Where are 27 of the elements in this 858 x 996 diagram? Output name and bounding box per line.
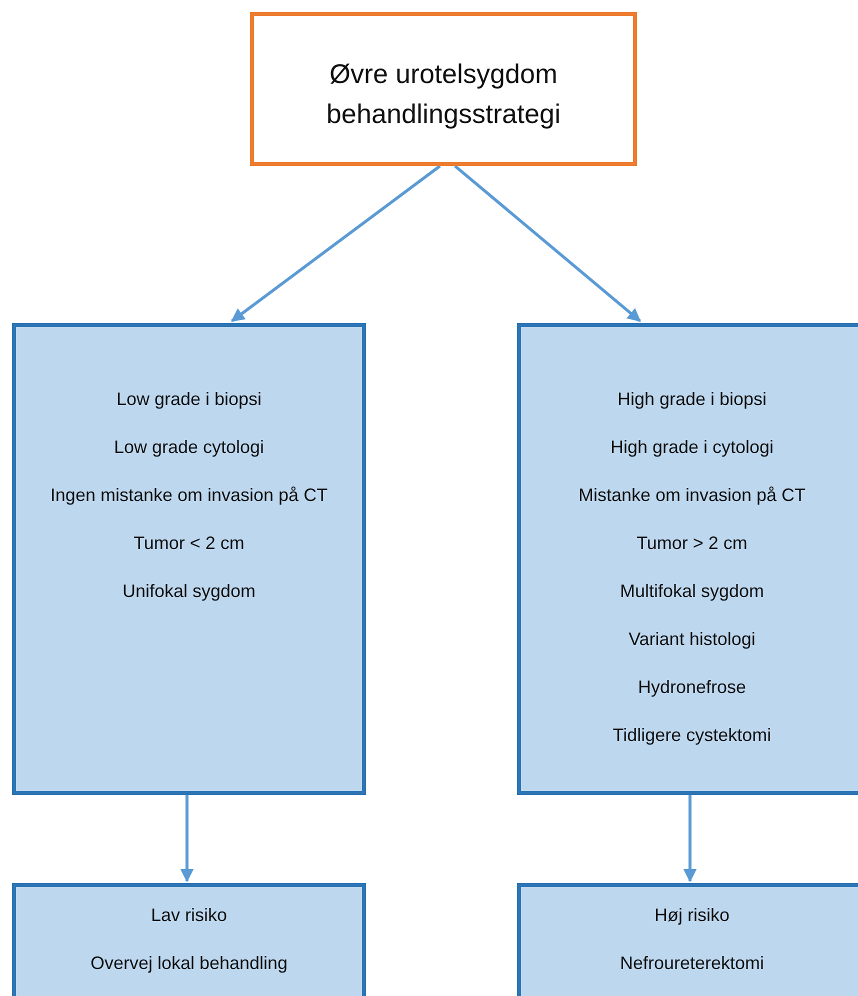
box-text: Unifokal sygdom	[122, 580, 256, 603]
outcome-box	[517, 883, 858, 996]
title-box	[250, 12, 637, 166]
box-text: High grade i biopsi	[617, 389, 767, 411]
box-text: Ingen mistanke om invasion på CT	[50, 484, 328, 507]
title-text: Øvre urotelsygdom behandlingsstrategi	[325, 58, 562, 131]
box-text: Low grade i biopsi	[116, 389, 262, 411]
outcome-box	[12, 883, 366, 996]
box-text: Hydronefrose	[638, 676, 746, 699]
arrow	[454, 164, 642, 322]
box-text: Low grade cytologi	[114, 436, 264, 459]
box-text: Tidligere cystektomi	[612, 724, 772, 747]
arrow	[180, 795, 194, 882]
arrow	[683, 795, 697, 882]
box-text: Overvej lokal behandling	[90, 952, 288, 975]
box-text: Lav risiko	[150, 905, 228, 927]
box-text: Tumor > 2 cm	[636, 532, 748, 555]
box-text: Mistanke om invasion på CT	[578, 484, 806, 507]
box-text: Multifokal sygdom	[620, 580, 764, 603]
box-text: High grade i cytologi	[610, 436, 774, 459]
arrow	[230, 164, 441, 322]
criteria-box	[517, 323, 858, 795]
criteria-box	[12, 323, 366, 795]
box-text: Høj risiko	[654, 905, 730, 927]
box-text: Variant histologi	[628, 628, 756, 651]
box-text: Nefroureterektomi	[620, 952, 764, 975]
box-text: Tumor < 2 cm	[134, 532, 244, 555]
